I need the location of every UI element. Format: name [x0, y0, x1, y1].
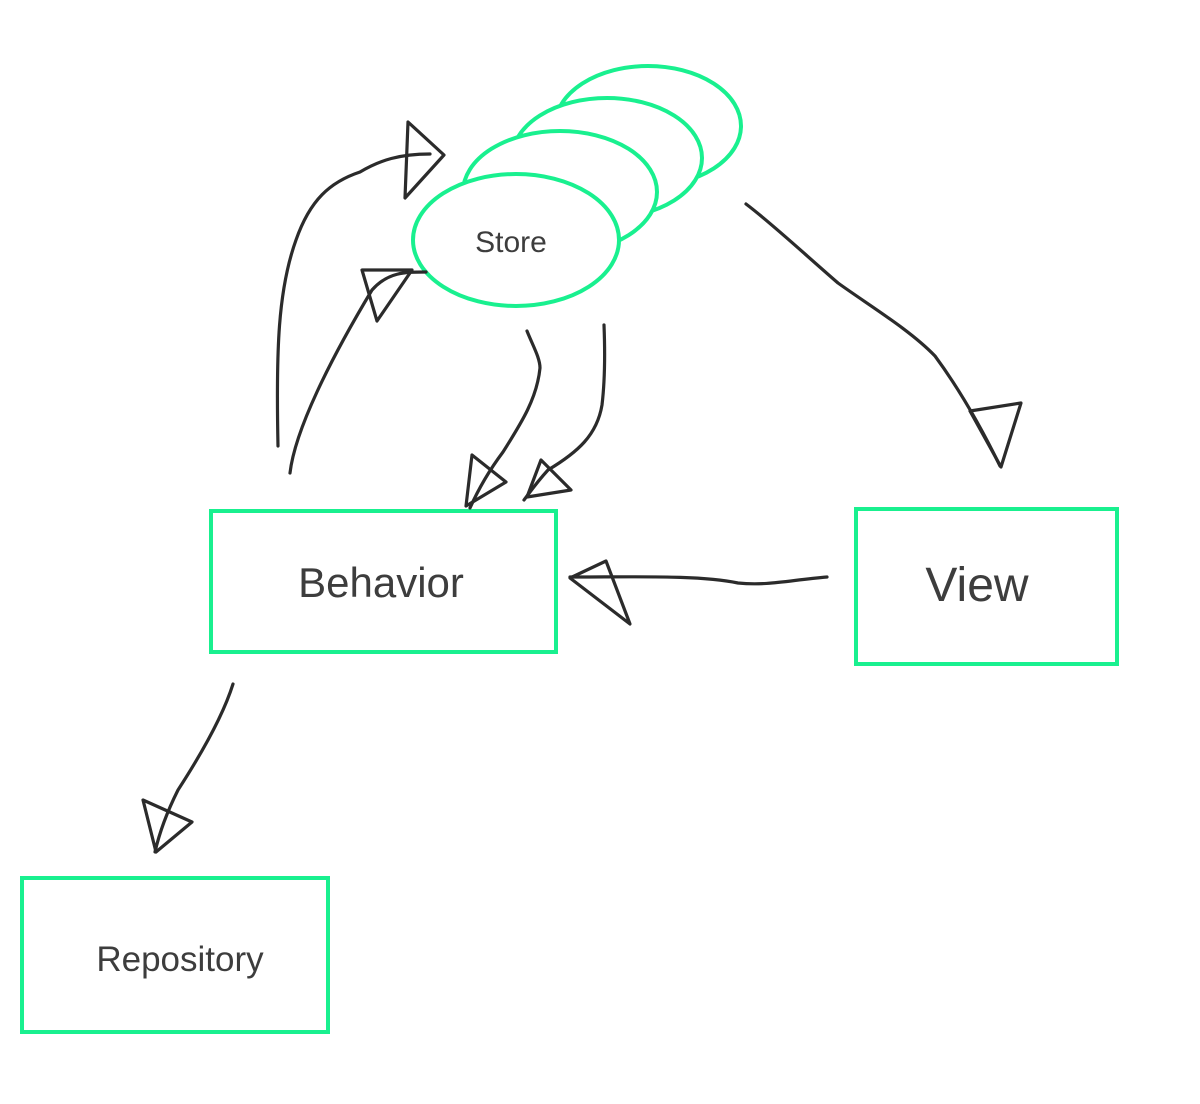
arrow-head: [525, 458, 573, 499]
edge-line: [288, 270, 428, 475]
edge-behavior-to-store-outer: [275, 120, 446, 448]
arrow-head: [968, 401, 1023, 469]
view-label: View: [925, 559, 1029, 612]
behavior-label: Behavior: [298, 559, 464, 606]
arrow-head: [141, 798, 194, 854]
edge-line: [522, 323, 607, 502]
edge-behavior-to-store-inner: [288, 268, 428, 475]
behavior-box: [209, 509, 558, 654]
edge-line: [153, 682, 235, 854]
store-ellipse: [411, 172, 621, 308]
view-node: View: [854, 507, 1119, 666]
repository-node: Repository: [20, 876, 330, 1034]
repository-label: Repository: [96, 940, 264, 979]
store-node: Store: [411, 64, 743, 308]
store-label: Store: [475, 226, 547, 259]
edge-line: [744, 202, 1002, 468]
arrow-head: [568, 559, 632, 626]
edge-store-to-behavior-right: [522, 323, 607, 502]
arrow-head: [464, 453, 508, 508]
repository-box: [20, 876, 330, 1034]
edge-store-to-view: [744, 202, 1023, 469]
edge-behavior-to-repository: [141, 682, 235, 854]
edge-line: [275, 152, 432, 448]
edge-view-to-behavior: [568, 559, 829, 626]
edge-store-to-behavior-left: [464, 329, 542, 510]
arrow-head: [360, 268, 414, 323]
behavior-node: Behavior: [209, 509, 558, 654]
view-box: [854, 507, 1119, 666]
edge-line: [468, 329, 542, 510]
edge-line: [568, 575, 829, 586]
arrow-head: [403, 120, 446, 200]
